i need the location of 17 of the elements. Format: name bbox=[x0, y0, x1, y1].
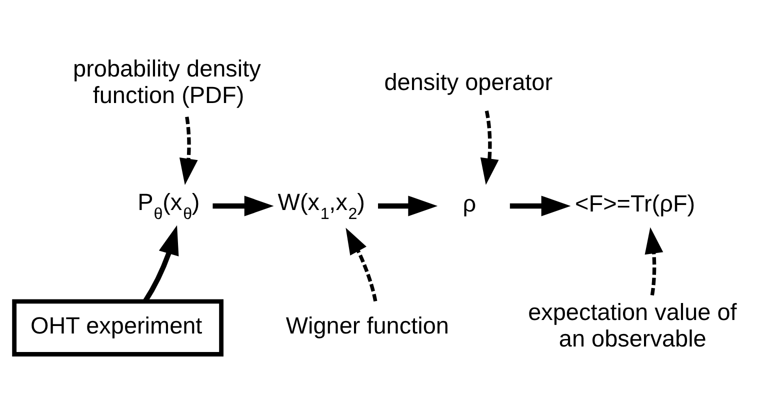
arrow bbox=[143, 224, 179, 302]
node-text: expectation value of an observable bbox=[528, 298, 737, 352]
node-box: OHT experiment bbox=[12, 298, 224, 356]
arrow bbox=[212, 195, 274, 216]
node-text: probability density function (PDF) bbox=[73, 55, 261, 108]
arrow bbox=[346, 227, 378, 302]
node-text: ρ bbox=[462, 190, 476, 216]
node-text: density operator bbox=[384, 68, 553, 94]
arrow bbox=[378, 195, 438, 216]
arrow bbox=[179, 116, 198, 184]
node-text: <F>=Tr(ρF) bbox=[575, 190, 696, 216]
node-text: Wigner function bbox=[286, 312, 449, 338]
arrow bbox=[510, 195, 571, 216]
arrow bbox=[644, 226, 664, 296]
node-text: P$_{θ}$(x$_{θ}$) bbox=[138, 188, 200, 223]
node-text: W(x$_{1}$,x$_{2}$) bbox=[278, 188, 365, 223]
arrow bbox=[480, 110, 499, 184]
